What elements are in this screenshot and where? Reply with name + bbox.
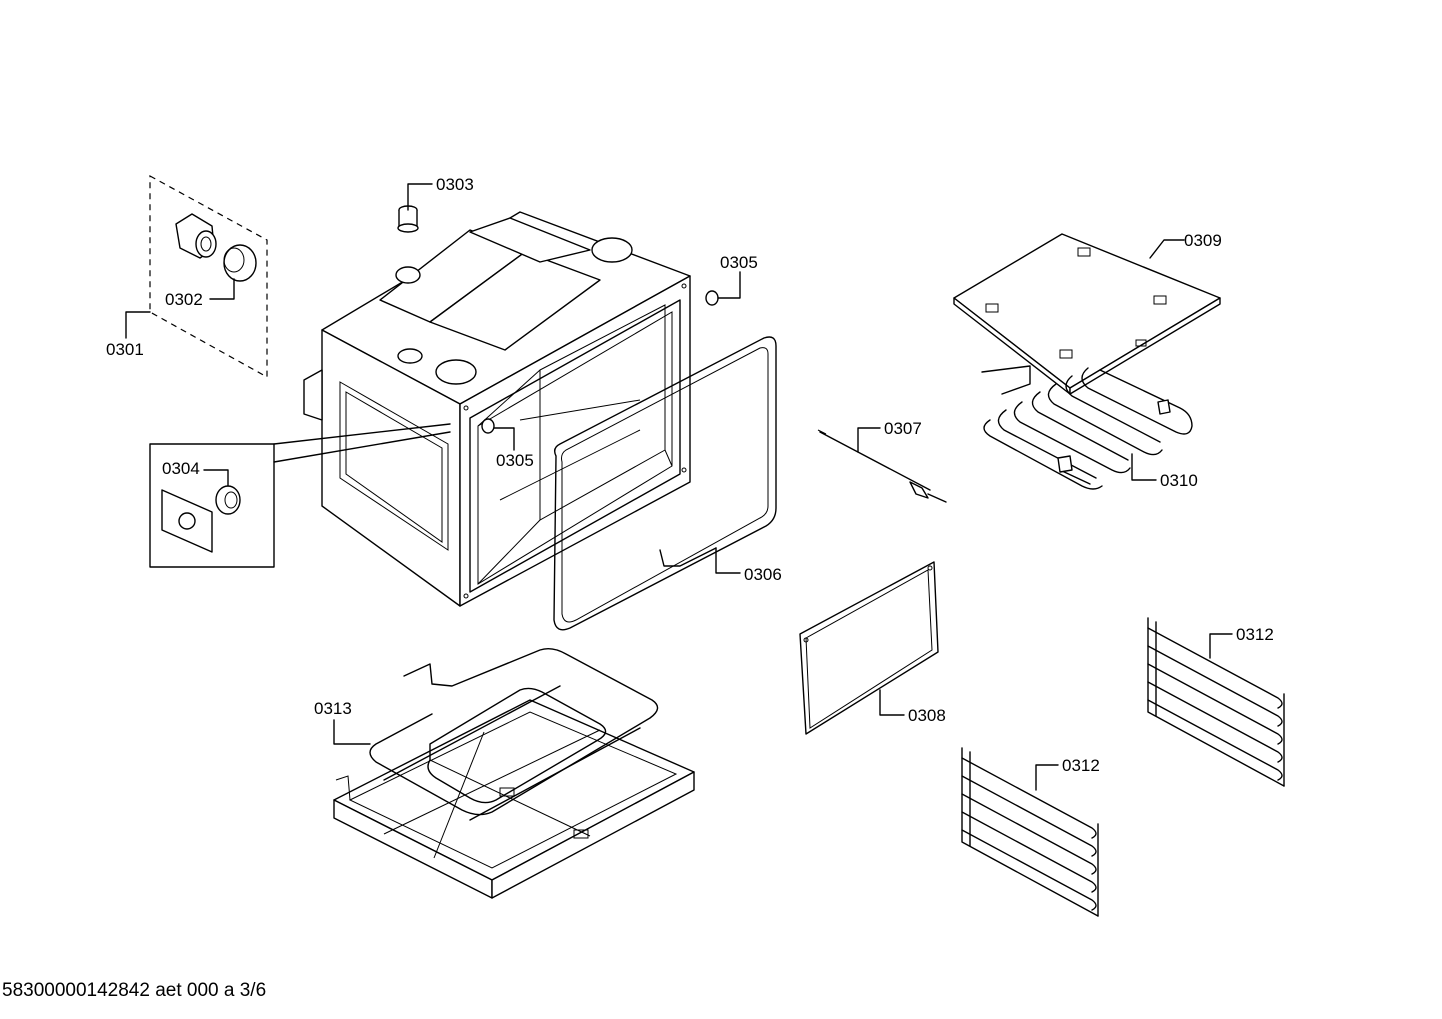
oven-cavity bbox=[303, 211, 691, 607]
label-0301: 0301 bbox=[106, 340, 144, 359]
label-0310: 0310 bbox=[1160, 471, 1198, 490]
label-0307: 0307 bbox=[884, 419, 922, 438]
label-0303: 0303 bbox=[436, 175, 474, 194]
label-0305-top: 0305 bbox=[720, 253, 758, 272]
top-plate bbox=[953, 233, 1221, 395]
label-0309: 0309 bbox=[1184, 231, 1222, 250]
door-seal bbox=[553, 336, 777, 631]
lamp-detail-box bbox=[149, 423, 451, 568]
label-0312-lower: 0312 bbox=[1062, 756, 1100, 775]
shelf-rail-upper bbox=[1147, 617, 1285, 787]
grill-heating-element bbox=[981, 365, 1193, 490]
lamp-assembly-group bbox=[125, 174, 268, 379]
temperature-sensor bbox=[817, 427, 947, 503]
shelf-rail-lower bbox=[961, 747, 1099, 917]
label-0308: 0308 bbox=[908, 706, 946, 725]
label-0304: 0304 bbox=[162, 459, 200, 478]
drawing-reference-footer: 58300000142842 aet 000 a 3/6 bbox=[2, 980, 267, 1001]
lamp-cover bbox=[223, 244, 257, 282]
label-0313: 0313 bbox=[314, 699, 352, 718]
grommet-top bbox=[705, 271, 741, 306]
part-labels: 0301 0302 0303 0304 0305 0305 0306 0307 … bbox=[106, 175, 1274, 775]
label-0306: 0306 bbox=[744, 565, 782, 584]
lamp-socket bbox=[175, 213, 217, 259]
top-fitting bbox=[397, 183, 433, 233]
label-0312-upper: 0312 bbox=[1236, 625, 1274, 644]
label-0302: 0302 bbox=[165, 290, 203, 309]
grommet-side bbox=[481, 418, 515, 451]
bottom-heating-element bbox=[333, 647, 695, 899]
side-panel bbox=[799, 561, 939, 735]
label-0305-side: 0305 bbox=[496, 451, 534, 470]
